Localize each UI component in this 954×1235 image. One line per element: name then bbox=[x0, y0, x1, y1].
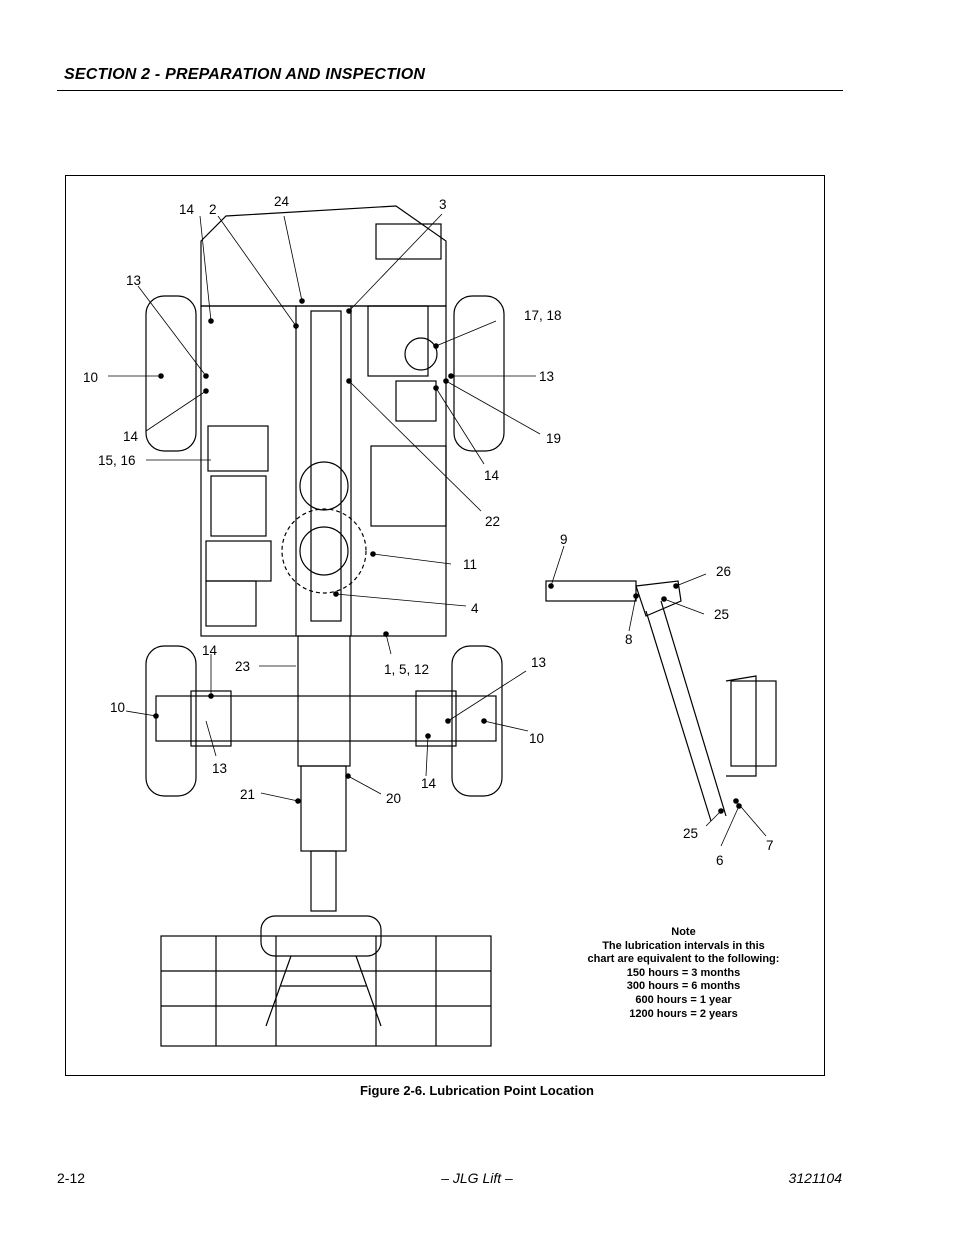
callout-13: 13 bbox=[531, 655, 546, 670]
note-line: 1200 hours = 2 years bbox=[629, 1007, 738, 1020]
note-line: chart are equivalent to the following: bbox=[587, 953, 780, 966]
rear-left-tire bbox=[145, 645, 197, 797]
machine-drawing bbox=[145, 205, 777, 1047]
note-line: 600 hours = 1 year bbox=[635, 993, 732, 1006]
note-line: The lubrication intervals in this bbox=[602, 939, 765, 952]
front-hood bbox=[200, 205, 447, 307]
callout-10: 10 bbox=[110, 700, 125, 715]
callout-1-5-12: 1, 5, 12 bbox=[384, 662, 429, 677]
callout-14: 14 bbox=[179, 202, 195, 217]
callout-4: 4 bbox=[471, 601, 479, 616]
figure-caption: Figure 2-6. Lubrication Point Location bbox=[359, 1083, 594, 1098]
callout-8: 8 bbox=[625, 632, 633, 647]
lubrication-points bbox=[153, 298, 742, 814]
callout-19: 19 bbox=[546, 431, 561, 446]
callout-labels: 14 2 24 3 13 17, 18 10 13 14 19 15, 16 1… bbox=[83, 194, 774, 868]
callout-20: 20 bbox=[386, 791, 401, 806]
callout-13: 13 bbox=[126, 273, 141, 288]
callout-3: 3 bbox=[439, 197, 447, 212]
callout-6: 6 bbox=[716, 853, 724, 868]
callout-2: 2 bbox=[209, 202, 217, 217]
callout-9: 9 bbox=[560, 532, 568, 547]
callout-7: 7 bbox=[766, 838, 774, 853]
callout-14: 14 bbox=[123, 429, 139, 444]
lubrication-diagram: 14 2 24 3 13 17, 18 10 13 14 19 15, 16 1… bbox=[83, 194, 777, 1047]
callout-26: 26 bbox=[716, 564, 731, 579]
front-left-tire bbox=[145, 295, 197, 452]
callout-25: 25 bbox=[683, 826, 698, 841]
callout-17-18: 17, 18 bbox=[524, 308, 562, 323]
page-number: 2-12 bbox=[57, 1170, 86, 1186]
callout-14: 14 bbox=[421, 776, 437, 791]
front-right-tire bbox=[453, 295, 505, 452]
section-header: SECTION 2 - PREPARATION AND INSPECTION bbox=[57, 64, 843, 91]
callout-11: 11 bbox=[463, 557, 477, 572]
footer-brand: – JLG Lift – bbox=[441, 1170, 513, 1186]
callout-10: 10 bbox=[83, 370, 98, 385]
platform bbox=[160, 935, 492, 1047]
figure-frame: 14 2 24 3 13 17, 18 10 13 14 19 15, 16 1… bbox=[65, 175, 825, 1076]
leader-lines bbox=[108, 213, 767, 847]
callout-23: 23 bbox=[235, 659, 250, 674]
note-line: 150 hours = 3 months bbox=[626, 966, 741, 979]
callout-24: 24 bbox=[274, 194, 290, 209]
rear-right-tire bbox=[451, 645, 503, 797]
callout-15-16: 15, 16 bbox=[98, 453, 136, 468]
section-title: SECTION 2 - PREPARATION AND INSPECTION bbox=[64, 66, 426, 83]
callout-13: 13 bbox=[212, 761, 227, 776]
callout-22: 22 bbox=[485, 514, 500, 529]
note-line: 300 hours = 6 months bbox=[626, 980, 741, 993]
callout-25: 25 bbox=[714, 607, 729, 622]
document-number: 3121104 bbox=[788, 1170, 842, 1186]
callout-14: 14 bbox=[202, 643, 218, 658]
control-box bbox=[260, 915, 382, 957]
callout-13: 13 bbox=[539, 369, 554, 384]
callout-10: 10 bbox=[529, 731, 544, 746]
lubrication-note: Note The lubrication intervals in this c… bbox=[586, 926, 781, 1021]
rear-axle bbox=[155, 695, 497, 742]
callout-14: 14 bbox=[484, 468, 500, 483]
hood-vent bbox=[375, 223, 442, 260]
note-title: Note bbox=[671, 926, 696, 938]
callout-21: 21 bbox=[240, 787, 255, 802]
